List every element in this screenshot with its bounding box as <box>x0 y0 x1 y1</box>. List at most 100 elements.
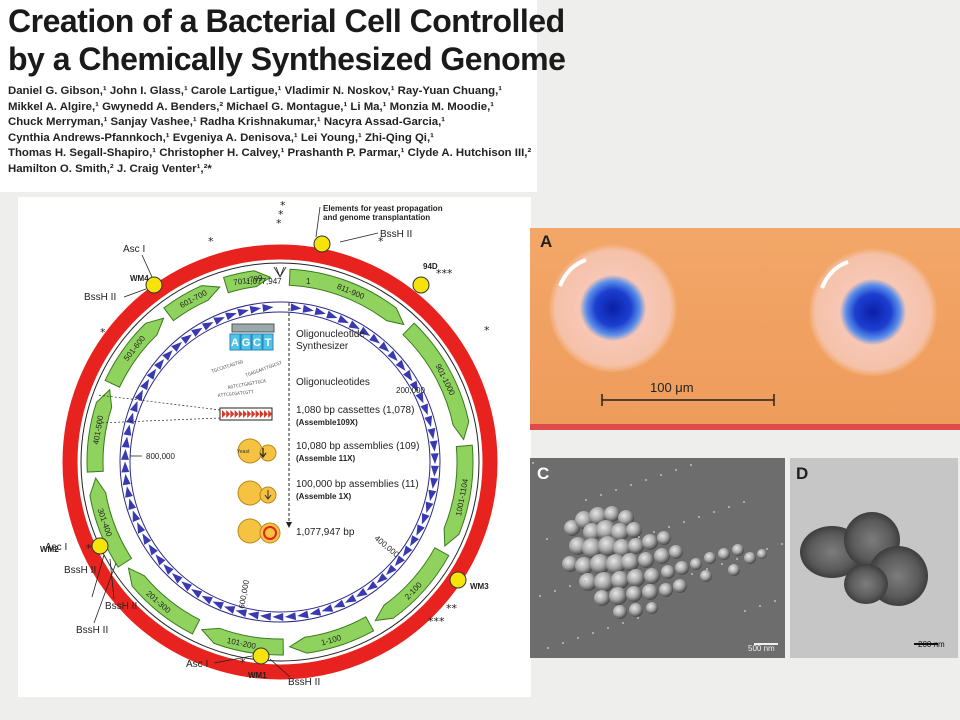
marker-wm4-icon <box>145 276 163 294</box>
oligo-text: ATTCGCGATCGTT <box>218 389 255 399</box>
title-line-2: by a Chemically Synthesized Genome <box>8 41 566 77</box>
segment-arrow <box>127 567 201 635</box>
elements-label: Elements for yeast propagation <box>323 204 443 213</box>
cassette-arrow <box>386 564 397 575</box>
cassette-arrow <box>155 554 166 566</box>
cassette-arrow <box>428 489 437 502</box>
synth-letter: C <box>253 337 261 349</box>
cassette-arrow <box>249 305 262 314</box>
cassette-arrow <box>137 522 146 534</box>
cassette-arrow <box>260 612 272 621</box>
cassette-arrow <box>376 573 388 584</box>
synth-letter: A <box>231 337 239 349</box>
cassette-arrow <box>180 334 192 344</box>
cassette-arrow <box>225 312 237 321</box>
cassette-piece <box>238 410 243 418</box>
colony-right <box>809 248 937 376</box>
cell-sphere <box>598 536 618 556</box>
segment-arrow <box>104 317 165 388</box>
debris-dot <box>615 489 617 491</box>
step-bold-label: (Assemble 11X) <box>296 454 355 463</box>
cell-sphere <box>642 534 658 550</box>
cell-sphere <box>732 544 744 556</box>
cell-sphere <box>654 548 670 564</box>
cassette-arrow <box>309 607 322 616</box>
cassette-ring <box>121 303 439 621</box>
genome-map-svg: * * * * * *** * * * ** *** * Elements fo… <box>40 199 498 688</box>
debris-dot <box>599 575 601 577</box>
synth-column <box>262 333 274 351</box>
cassette-arrow <box>415 391 424 404</box>
position-label: 1,077,947 <box>246 277 282 286</box>
synth-letter: T <box>265 337 272 349</box>
zoom-line <box>97 417 221 424</box>
debris-dot <box>774 600 776 602</box>
cassette-arrow <box>290 303 302 312</box>
cassette-arrow <box>430 477 439 489</box>
site-label-asc: Asc I <box>123 244 145 255</box>
panel-letter-d: D <box>796 464 809 483</box>
author-list: Daniel G. Gibson,¹ John I. Glass,¹ Carol… <box>8 84 538 177</box>
marker-94d-icon <box>412 276 430 294</box>
cell-sphere <box>611 523 629 541</box>
cell-sphere <box>704 552 716 564</box>
yeast-bud-icon <box>259 522 281 544</box>
panel-d: D 200 nm <box>790 458 958 658</box>
cassette-arrow <box>223 606 236 614</box>
step-bold-label: (Assemble 1X) <box>296 492 351 501</box>
author-line: Hamilton O. Smith,² J. Craig Venter¹,²* <box>8 162 212 175</box>
cassette-arrow <box>321 604 334 612</box>
debris-dot <box>675 469 677 471</box>
site-label-bssh: BssH II <box>84 292 116 303</box>
cassette-piece <box>222 410 226 418</box>
debris-dot <box>622 622 624 624</box>
callout-line <box>339 232 379 243</box>
cassette-arrow <box>148 544 158 556</box>
cassette-arrow <box>235 609 248 618</box>
author-line: Daniel G. Gibson,¹ John I. Glass,¹ Carol… <box>8 85 503 97</box>
debris-dot <box>660 474 662 476</box>
author-line: Cynthia Andrews-Pfannkoch,¹ Evgeniya A. … <box>8 131 434 144</box>
synthesizer-icon <box>231 323 275 333</box>
cell-sphere <box>629 603 643 617</box>
cassette-arrow <box>146 368 157 380</box>
debris-dot <box>698 516 700 518</box>
cassette-arrow <box>163 564 174 575</box>
asterisk-mark: * <box>378 235 384 248</box>
cassette-arrow <box>191 327 203 337</box>
cassette-arrow <box>402 545 413 557</box>
step-bold-label: (Assemble109X) <box>296 418 358 427</box>
synth-column <box>251 333 263 351</box>
cassette-arrow <box>121 436 130 448</box>
zoom-line <box>97 394 221 411</box>
cassette-piece <box>234 410 239 418</box>
cassette-arrow <box>356 588 368 598</box>
asterisk-mark: ** <box>446 602 458 615</box>
oligo-strands: TGCCATCAGTGG TGAGGAATTGGCGT AGTCCTGAGTTG… <box>211 359 284 399</box>
callout-line <box>109 558 115 600</box>
cell-sphere <box>589 507 607 525</box>
marker-top-icon <box>313 235 331 253</box>
cell-sphere <box>718 548 730 560</box>
asterisk-mark: * <box>280 199 286 212</box>
cell-sphere <box>621 553 639 571</box>
cassette-arrow <box>333 599 346 608</box>
synth-letter: G <box>242 337 251 349</box>
cell-sphere <box>744 552 756 564</box>
debris-dot <box>721 563 723 565</box>
cassette-piece <box>247 410 252 418</box>
site-label-bssh: BssH II <box>288 677 320 688</box>
segment-arrow <box>443 444 474 548</box>
cassette-arrow <box>212 601 224 610</box>
cell-sphere <box>700 570 712 582</box>
site-label-bssh: BssH II <box>380 229 412 240</box>
asterisk-mark: * <box>208 235 214 248</box>
debris-dot <box>638 536 640 538</box>
cell-sphere <box>628 538 644 554</box>
step-sublabel: Synthesizer <box>296 341 349 352</box>
down-arrow-icon <box>264 490 272 500</box>
cell-sphere <box>627 569 645 587</box>
cell-sphere <box>659 583 673 597</box>
position-label: 800,000 <box>146 452 175 461</box>
marker-label-wm3: WM3 <box>470 582 489 591</box>
